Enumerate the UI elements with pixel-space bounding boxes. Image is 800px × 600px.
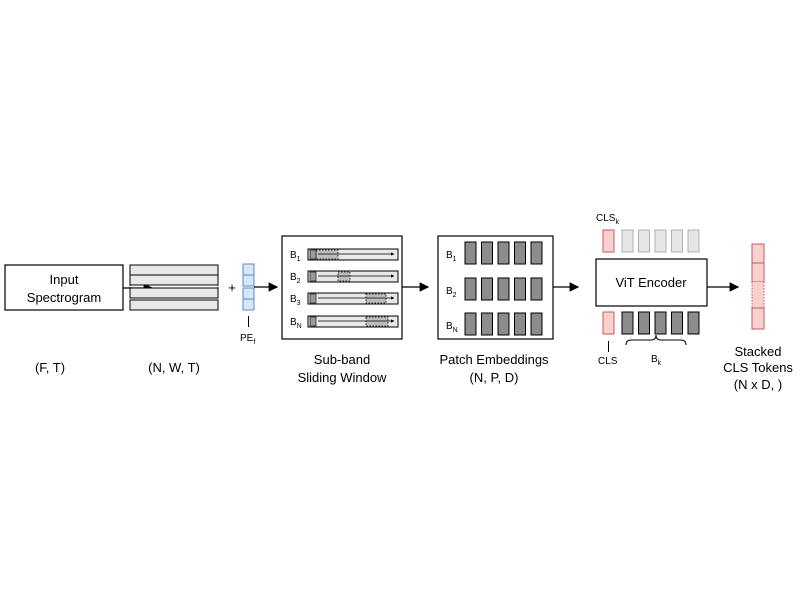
vit-encoder-label: ViT Encoder: [615, 275, 687, 290]
patch-embedding-token: [481, 277, 493, 301]
input-spectrogram-box: Input Spectrogram: [4, 264, 124, 311]
output-token: [654, 229, 667, 253]
subband-bar: [307, 248, 399, 261]
subband-title-line1: Sub-band: [314, 352, 370, 367]
patch-embedding-token: [497, 241, 510, 265]
subband-title-line2: Sliding Window: [298, 370, 387, 385]
patch-embedding-token: [497, 312, 510, 336]
output-tokens-row: [602, 229, 700, 253]
patch-embedding-token: [514, 312, 526, 336]
subband-bar: [307, 315, 399, 328]
sliding-window: [365, 316, 389, 327]
cls-output-token: [602, 229, 615, 253]
subband-row-label: B3: [290, 294, 301, 307]
patch-title: Patch Embeddings: [439, 352, 549, 367]
band-stack: [129, 264, 219, 311]
window-start: [309, 316, 317, 327]
patch-row-label: BN: [446, 321, 458, 334]
bands-dim-label: (N, W, T): [148, 360, 200, 375]
pe-label: PEf: [240, 333, 255, 346]
stacked-label-line2: CLS Tokens: [723, 360, 793, 375]
patch-embedding-token: [514, 277, 526, 301]
subband-row-label: B1: [290, 250, 301, 263]
output-token: [671, 229, 683, 253]
input-patch-token: [638, 311, 650, 335]
patch-embedding-token: [481, 312, 493, 336]
subband-bar: [307, 292, 399, 305]
patch-row-label: B2: [446, 286, 457, 299]
patch-embedding-token: [514, 241, 526, 265]
input-label-line1: Input: [50, 272, 79, 287]
input-label-line2: Spectrogram: [27, 290, 101, 305]
window-start: [309, 293, 317, 304]
input-dim-label: (F, T): [35, 360, 65, 375]
output-token: [638, 229, 650, 253]
vit-encoder-box: ViT Encoder: [595, 258, 708, 307]
positional-encoding-column: [242, 263, 255, 327]
output-token: [621, 229, 634, 253]
input-patch-token: [621, 311, 634, 335]
patch-dim-label: (N, P, D): [470, 370, 519, 385]
stacked-label-line1: Stacked: [735, 344, 782, 359]
patch-embedding-token: [464, 312, 477, 336]
patch-embedding-token: [530, 277, 543, 301]
sliding-window: [365, 293, 387, 304]
patch-row-label: B1: [446, 250, 457, 263]
patch-embedding-token: [464, 241, 477, 265]
patch-embedding-token: [530, 312, 543, 336]
window-start: [309, 271, 317, 282]
input-tokens-row: [602, 311, 700, 352]
stacked-dim-label: (N x D, ): [734, 377, 782, 392]
input-patch-token: [671, 311, 683, 335]
patch-embedding-token: [497, 277, 510, 301]
subband-row-label: B2: [290, 272, 301, 285]
sliding-window: [337, 271, 351, 282]
input-patch-token: [654, 311, 667, 335]
cls-input-label: CLS: [598, 356, 618, 367]
cls-k-label: CLSk: [596, 213, 619, 226]
subband-bar: [307, 270, 399, 283]
patch-embedding-token: [481, 241, 493, 265]
stacked-cls-column: [751, 243, 765, 330]
bk-label: Bk: [651, 354, 662, 367]
patch-embedding-token: [464, 277, 477, 301]
cls-input-token: [602, 311, 615, 335]
window-start: [309, 249, 317, 260]
sliding-window: [315, 249, 339, 260]
bk-brace: [625, 334, 687, 346]
patch-embedding-token: [530, 241, 543, 265]
output-token: [687, 229, 700, 253]
input-patch-token: [687, 311, 700, 335]
subband-row-label: BN: [290, 317, 302, 330]
plus-sign: +: [228, 280, 236, 295]
